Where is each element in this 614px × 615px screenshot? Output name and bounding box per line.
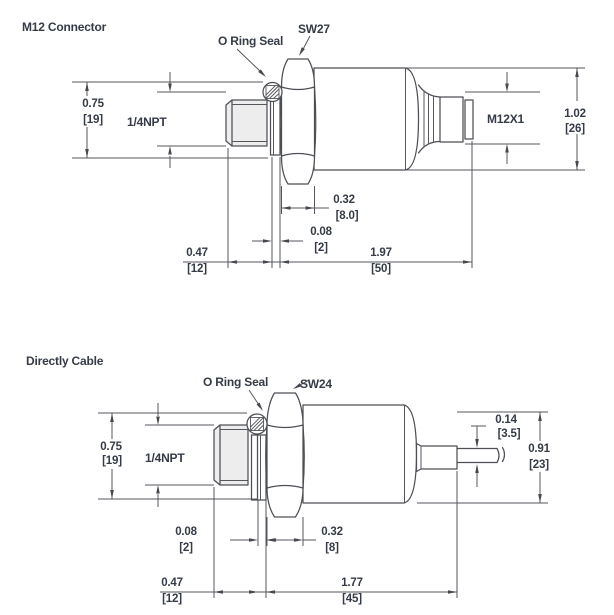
o-ring (262, 81, 283, 103)
hex-callout: SW24 (300, 377, 332, 391)
thread-port (225, 99, 268, 147)
dim-cable-dia-mm: [3.5] (498, 428, 521, 440)
seal-washer (269, 96, 281, 156)
dim-hex-mm: [8.0] (336, 210, 359, 222)
dim-body-dia-in: 0.91 (528, 443, 550, 455)
dim-flange-in: 0.75 (100, 441, 122, 453)
dim-hex-in: 0.32 (333, 194, 355, 206)
thread-callout: 1/4NPT (127, 115, 167, 129)
cable-end (415, 442, 506, 473)
dimension-lines (110, 379, 542, 594)
dim-thread-len-in: 0.47 (186, 247, 208, 259)
dimension-lines (85, 35, 579, 264)
sensor-body (302, 404, 418, 504)
extension-lines (98, 411, 548, 598)
dim-hex-mm: [8] (325, 542, 339, 554)
o-ring-callout: O Ring Seal (203, 375, 268, 389)
o-ring-callout: O Ring Seal (218, 34, 283, 48)
dim-seal-mm: [2] (314, 242, 328, 254)
drawing-title: Directly Cable (26, 354, 104, 368)
m12-connector-drawing: M12 Connector O Ring Seal SW27 1/4NPT M1… (22, 20, 586, 275)
dim-body-dia-mm: [23] (529, 459, 549, 471)
dim-flange-mm: [19] (83, 114, 103, 126)
dim-seal-in: 0.08 (310, 226, 332, 238)
thread-callout: 1/4NPT (145, 451, 185, 465)
o-ring (246, 413, 268, 435)
hex-nut (265, 392, 305, 518)
dim-flange-mm: [19] (102, 455, 122, 467)
sensor-body (313, 67, 420, 171)
dim-seal-in: 0.08 (175, 526, 197, 538)
dim-thread-len-mm: [12] (162, 593, 182, 605)
drawing-title: M12 Connector (22, 20, 107, 34)
thread-port (213, 424, 249, 486)
dim-flange-in: 0.75 (82, 98, 104, 110)
m12-connector-end (417, 84, 474, 154)
hex-callout: SW27 (298, 22, 330, 36)
dim-thread-len-mm: [12] (187, 263, 207, 275)
connector-callout: M12X1 (487, 112, 525, 126)
dim-cable-dia-in: 0.14 (495, 414, 517, 426)
extension-lines (72, 67, 585, 268)
hex-nut (279, 58, 317, 185)
dim-thread-len-in: 0.47 (161, 577, 183, 589)
dim-body-len-mm: [45] (342, 593, 362, 605)
dim-body-len-in: 1.77 (341, 577, 363, 589)
dim-body-dia-mm: [26] (565, 123, 585, 135)
directly-cable-drawing: Directly Cable O Ring Seal SW24 1/4NPT 0… (26, 354, 551, 605)
dim-body-len-in: 1.97 (370, 247, 392, 259)
dim-hex-in: 0.32 (321, 526, 343, 538)
dim-body-len-mm: [50] (371, 263, 391, 275)
seal-washer (250, 434, 267, 501)
dim-seal-mm: [2] (179, 542, 193, 554)
dim-body-dia-in: 1.02 (564, 108, 586, 120)
